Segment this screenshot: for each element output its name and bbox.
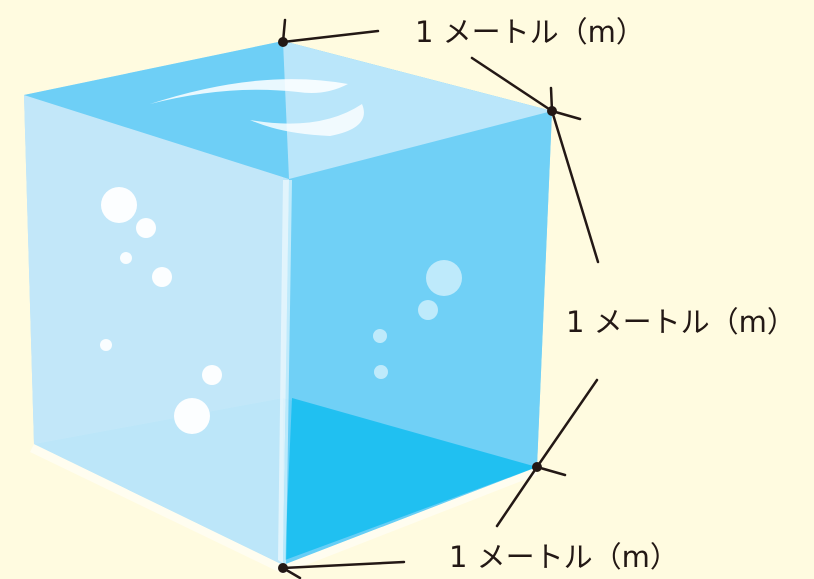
corner-dot: [278, 563, 288, 573]
bubble: [418, 300, 438, 320]
front-edge-highlight: [278, 180, 292, 565]
bubble: [136, 218, 156, 238]
water-cube: [24, 41, 552, 574]
bubble: [174, 398, 210, 434]
surface-ripple-1: [150, 79, 348, 104]
bottom-left-leader: [281, 560, 406, 570]
top-face-highlight: [283, 41, 552, 179]
bottom-dimension-label: 1 メートル（m）: [449, 540, 679, 574]
right-upper-leader: [550, 109, 600, 264]
bubble: [120, 252, 132, 264]
bottom-edge-highlight: [30, 444, 537, 574]
bubble: [100, 339, 112, 351]
top-dimension-label: 1 メートル（m）: [415, 15, 645, 49]
right-dimension-label: 1 メートル（m）: [566, 305, 796, 339]
top-right-leader: [470, 56, 554, 113]
surface-ripple-2: [250, 104, 364, 136]
right-lower-leader: [535, 378, 599, 469]
corner-dot: [278, 37, 288, 47]
top-label-leader: [281, 29, 380, 44]
bubbles: [100, 187, 462, 434]
front-left-face: [24, 95, 289, 565]
bubble: [373, 329, 387, 343]
corner-dot: [547, 106, 557, 116]
bottom-right-leader: [495, 465, 539, 528]
bubble: [426, 260, 462, 296]
corner-dot: [532, 462, 542, 472]
bubble: [152, 267, 172, 287]
bubble: [101, 187, 137, 223]
bubble: [374, 365, 388, 379]
front-right-lower: [285, 398, 537, 560]
corner-dots: [278, 37, 557, 573]
bubble: [202, 365, 222, 385]
